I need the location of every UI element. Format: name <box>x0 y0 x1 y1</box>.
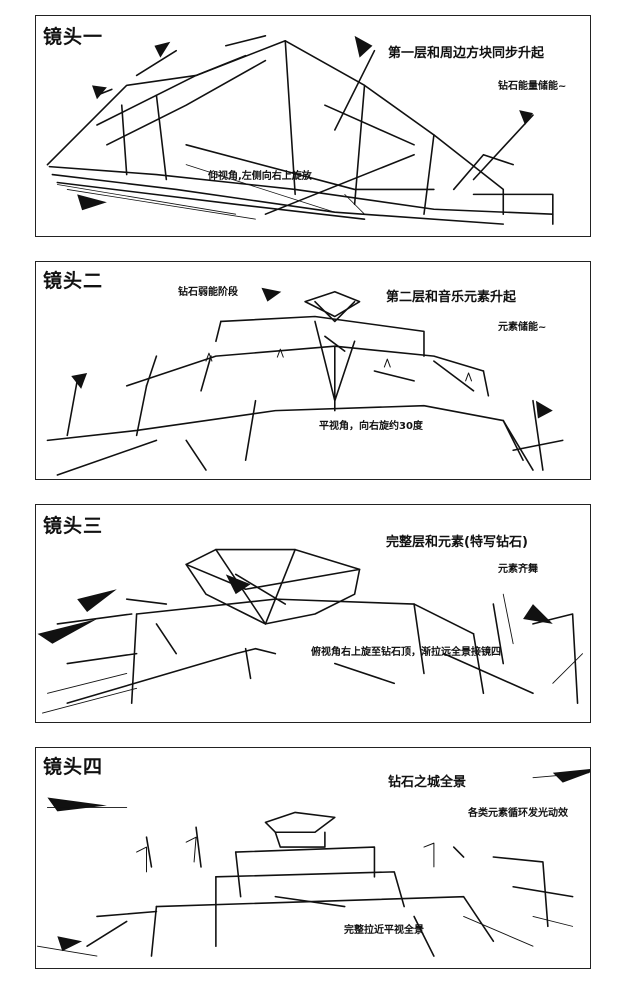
storyboard-panel-4: 镜头四 钻石之城全景 各类元素循环发光动效 完整拉近平视全景 <box>35 747 591 969</box>
shot-note-camera: 仰视角,左侧向右上旋放 <box>208 171 312 182</box>
sketch-drawing-shot-2 <box>46 287 564 476</box>
shot-note-main: 第二层和音乐元素升起 <box>386 290 517 305</box>
shot-note-dance: 元素齐舞 <box>498 564 538 575</box>
shot-note-main: 完整层和元素(特写钻石) <box>386 535 528 550</box>
shot-note-camera: 俯视角右上旋至钻石顶，渐拉远全景接镜四 <box>311 647 501 658</box>
shot-note-glow: 各类元素循环发光动效 <box>468 808 568 819</box>
shot-note-camera: 完整拉近平视全景 <box>344 925 424 936</box>
shot-note-energy: 元素储能~ <box>498 322 547 333</box>
shot-note-camera: 平视角，向右旋约30度 <box>319 421 423 432</box>
shot-note-diamond: 钻石弱能阶段 <box>178 287 238 298</box>
storyboard-panel-2: 镜头二 钻石弱能阶段 第二层和音乐元素升起 元素储能~ 平视角，向右旋约30度 <box>35 261 591 480</box>
shot-title: 镜头四 <box>43 756 104 778</box>
sketch-drawing-shot-4 <box>37 769 590 957</box>
storyboard-panel-1: 镜头一 第一层和周边方块同步升起 钻石能量储能~ 仰视角,左侧向右上旋放 <box>35 15 591 237</box>
shot-title: 镜头一 <box>43 26 104 48</box>
storyboard-panel-3: 镜头三 完整层和元素(特写钻石) 元素齐舞 俯视角右上旋至钻石顶，渐拉远全景接镜… <box>35 504 591 723</box>
shot-note-main: 钻石之城全景 <box>388 775 467 790</box>
sketch-drawing-shot-3 <box>37 548 583 714</box>
shot-note-main: 第一层和周边方块同步升起 <box>388 46 545 61</box>
shot-title: 镜头二 <box>43 270 104 292</box>
shot-note-energy: 钻石能量储能~ <box>498 81 567 92</box>
sketch-drawing-shot-1 <box>46 35 554 225</box>
shot-title: 镜头三 <box>43 515 104 537</box>
